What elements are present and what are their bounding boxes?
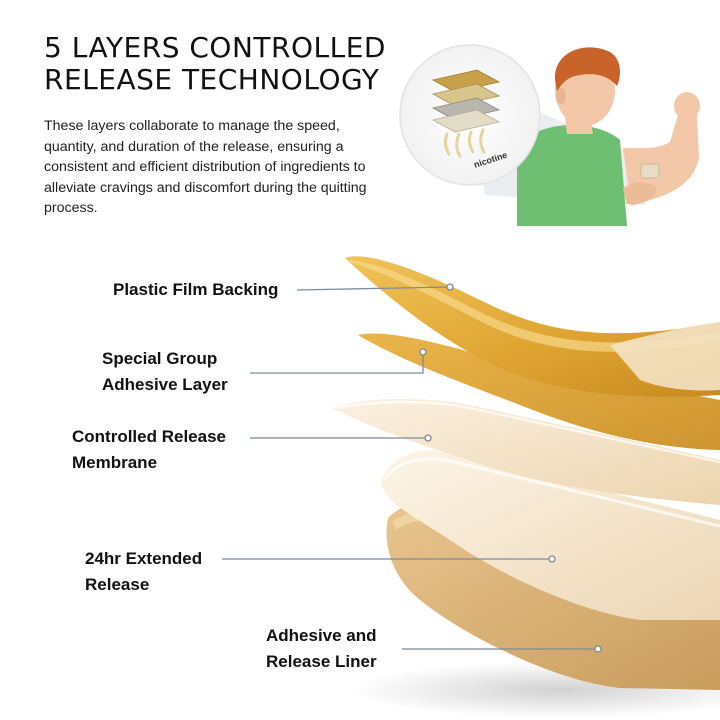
label-extended-line1: 24hr Extended [85,549,203,568]
label-plastic-film-text: Plastic Film Backing [113,280,279,299]
man-figure [517,47,700,226]
patch-layers-icon [431,69,501,158]
label-controlled-release-membrane: Controlled Release Membrane [72,424,226,476]
man-hair [554,47,621,92]
label-controlled-line1: Controlled Release [72,427,226,446]
man-shirt [517,125,627,226]
hero-illustration: nicotine [399,44,700,226]
page-title: 5 LAYERS CONTROLLED RELEASE TECHNOLOGY [44,32,414,96]
arm-patch [640,163,660,179]
label-plastic-film-backing: Plastic Film Backing [113,277,278,303]
layer-controlled-membrane [332,398,720,505]
title-line-1: 5 LAYERS CONTROLLED [44,31,386,64]
leader-dot-controlled [424,434,432,442]
layer-extended-release [381,450,720,620]
leader-dot-special-group [419,348,427,356]
description-text: These layers collaborate to manage the s… [44,118,367,216]
label-liner-line2: Release Liner [266,652,377,671]
label-controlled-line2: Membrane [72,453,158,472]
layer-stack-illustration [222,256,720,718]
leader-dot-extended [548,555,556,563]
label-special-group-adhesive: Special Group Adhesive Layer [102,346,228,398]
layer-special-adhesive [358,333,720,450]
leader-dot-plastic-film [446,283,454,291]
title-line-2: RELEASE TECHNOLOGY [44,63,380,96]
leader-line-plastic-film [296,286,451,291]
label-special-group-line2: Adhesive Layer [102,375,228,394]
label-adhesive-release-liner: Adhesive and Release Liner [266,623,377,675]
man-arm [623,102,699,206]
leader-dot-liner [594,645,602,653]
label-liner-line1: Adhesive and [266,626,377,645]
label-special-group-line1: Special Group [102,349,218,368]
label-extended-line2: Release [85,575,150,594]
label-24hr-extended-release: 24hr Extended Release [85,546,202,598]
leader-line-special-group [250,352,424,374]
